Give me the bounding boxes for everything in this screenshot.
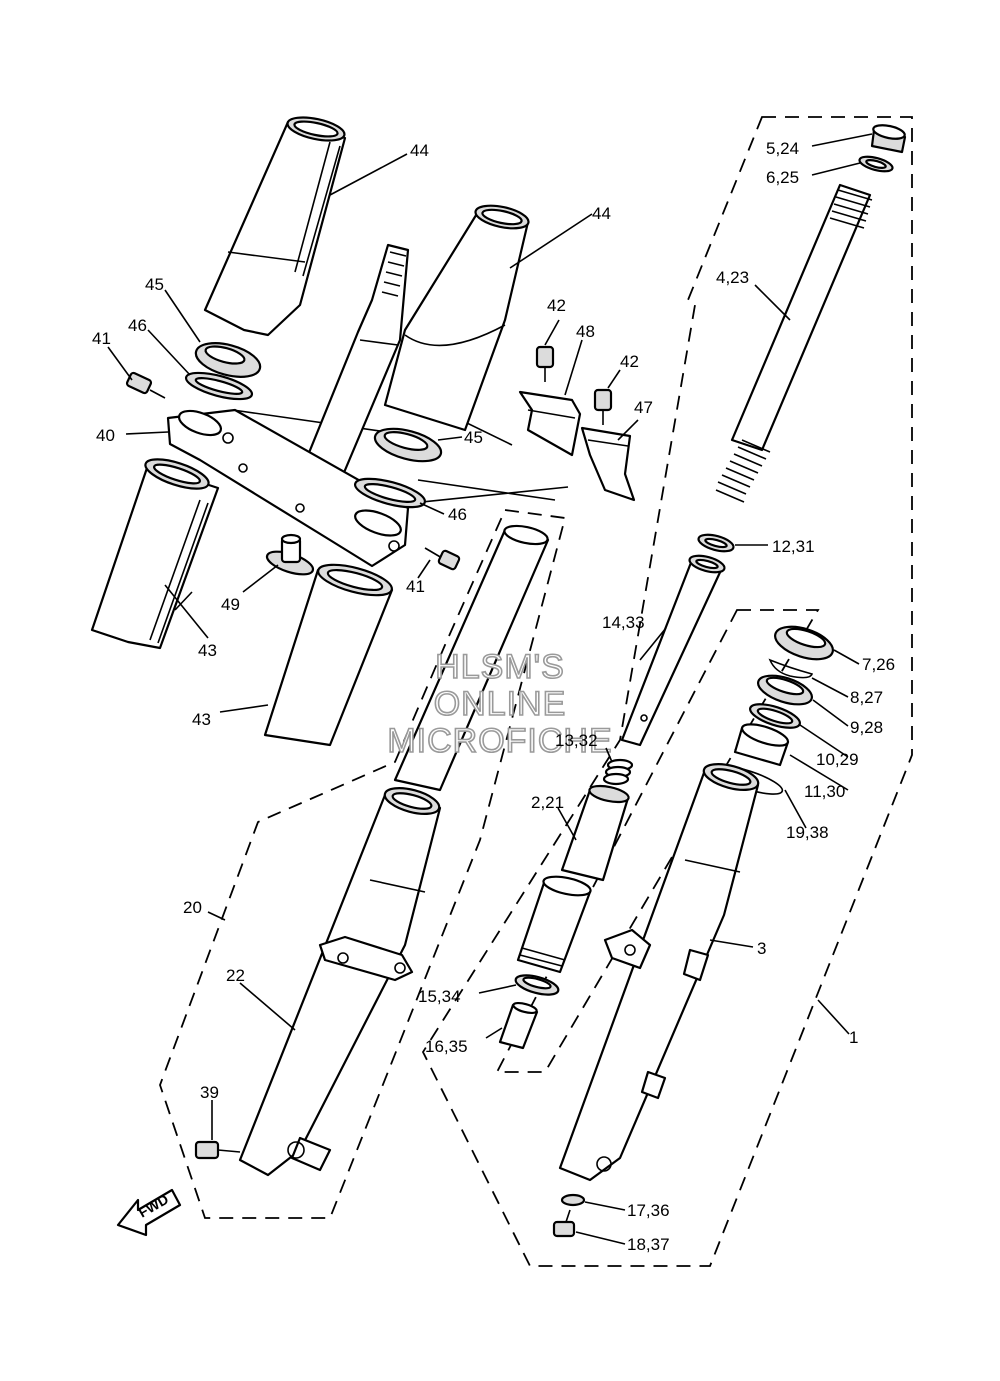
callout-45-right: 45 [464, 428, 483, 447]
callout-12-31: 12,31 [772, 537, 815, 556]
callout-41-left: 41 [92, 329, 111, 348]
group-outline-1 [421, 116, 913, 1267]
callout-4-23: 4,23 [716, 268, 749, 287]
callout-15-34: 15,34 [418, 987, 461, 1006]
callout-42-right: 42 [620, 352, 639, 371]
washer-17 [560, 1193, 586, 1207]
fork-cover-upper-right [383, 204, 530, 432]
callout-2-21: 2,21 [531, 793, 564, 812]
callout-45-left: 45 [145, 275, 164, 294]
outer-tube-3 [558, 763, 760, 1182]
callout-13-32: 13,32 [555, 731, 598, 750]
callout-5-24: 5,24 [766, 139, 799, 158]
seal-15 [514, 974, 560, 996]
callout-6-25: 6,25 [766, 168, 799, 187]
callout-47: 47 [634, 398, 653, 417]
clip-8 [768, 658, 814, 679]
callout-11-30: 11,30 [804, 782, 845, 801]
triple-clamp-40 [166, 408, 410, 568]
stem-nut-49 [265, 533, 315, 576]
fork-cover-upper-left [203, 116, 347, 337]
watermark-line-2: ONLINE [434, 685, 567, 723]
callout-18-37: 18,37 [627, 1235, 670, 1254]
oil-seal-9 [757, 674, 813, 706]
watermark-line-3: MICROFICHE [387, 722, 612, 760]
washer-46-left [184, 371, 254, 401]
callout-22: 22 [226, 966, 245, 985]
cap-bolt-5 [870, 124, 907, 154]
outer-tube-22 [238, 787, 442, 1177]
group-outline-20 [159, 509, 567, 1219]
watermark: HLSM'S ONLINE MICROFICHE [387, 647, 613, 761]
bracket-48 [518, 390, 582, 457]
bolt-39 [194, 1140, 241, 1160]
fork-spring-4 [715, 183, 873, 503]
fork-cover-lower-left [90, 458, 220, 650]
watermark-line-1: HLSM'S [435, 648, 565, 686]
callout-14-33: 14,33 [602, 613, 645, 632]
slide-bushing-2 [560, 784, 630, 882]
washer-10 [749, 703, 801, 729]
fork-cover-lower-right [263, 563, 394, 747]
callout-39: 39 [200, 1083, 219, 1102]
callout-41-right: 41 [406, 577, 425, 596]
callout-44-right: 44 [592, 204, 611, 223]
callout-9-28: 9,28 [850, 718, 883, 737]
callout-7-26: 7,26 [862, 655, 895, 674]
seal-45-left [194, 342, 262, 378]
callout-44-upper: 44 [410, 141, 429, 160]
bolt-41-left [125, 371, 166, 399]
callout-10-29: 10,29 [816, 750, 859, 769]
forward-arrow-icon: FWD [116, 1188, 182, 1237]
callout-46-left: 46 [128, 316, 147, 335]
rebound-spring-13 [602, 758, 634, 786]
dust-seal-7 [774, 625, 834, 661]
inner-tube-20 [393, 524, 550, 792]
seal-45-right [373, 427, 443, 463]
bushing-11 [733, 723, 790, 767]
washer-12 [697, 533, 735, 553]
callout-3: 3 [757, 939, 766, 958]
callout-40: 40 [96, 426, 115, 445]
bolt-42-right [593, 388, 613, 425]
callout-42-left: 42 [547, 296, 566, 315]
bolt-41-right [424, 547, 461, 571]
callout-43-left: 43 [198, 641, 217, 660]
callout-1: 1 [849, 1028, 858, 1047]
callout-16-35: 16,35 [425, 1037, 468, 1056]
callout-48: 48 [576, 322, 595, 341]
callout-20: 20 [183, 898, 202, 917]
leader-lines [107, 133, 873, 1245]
callout-19-38: 19,38 [786, 823, 829, 842]
callout-43-lower: 43 [192, 710, 211, 729]
callout-49: 49 [221, 595, 240, 614]
bolt-42-left [535, 345, 555, 382]
oil-lock-16 [498, 1001, 539, 1050]
damper-rod-14 [620, 554, 726, 747]
callout-46-right: 46 [448, 505, 467, 524]
o-ring-6 [858, 155, 894, 173]
callout-17-36: 17,36 [627, 1201, 670, 1220]
bracket-47 [580, 426, 636, 502]
bolt-18 [552, 1209, 576, 1238]
damper-cylinder [516, 875, 592, 974]
callout-8-27: 8,27 [850, 688, 883, 707]
washer-46-right [354, 477, 426, 509]
